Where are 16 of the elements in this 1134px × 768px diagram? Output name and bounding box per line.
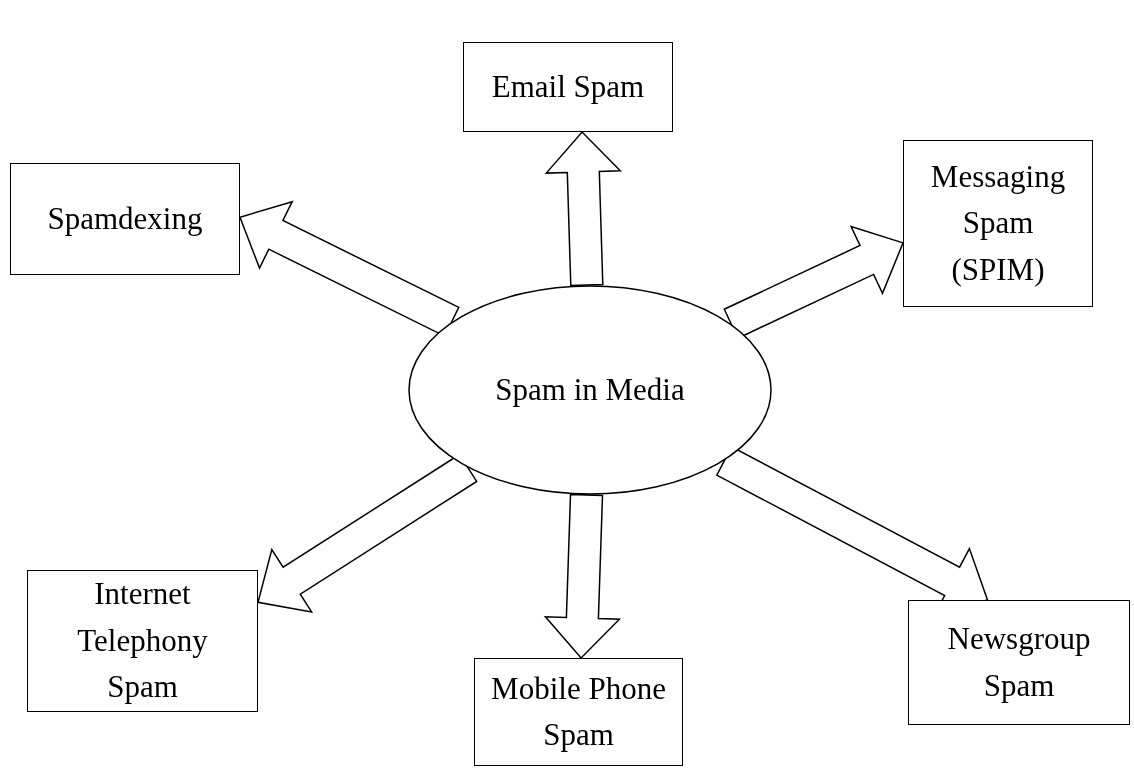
category-box — [903, 140, 1093, 307]
node-label: Mobile Phone Spam — [490, 669, 667, 754]
node-label: Email Spam — [491, 67, 645, 106]
central-ellipse — [408, 285, 772, 495]
block-arrow — [544, 130, 623, 287]
category-box — [27, 570, 258, 712]
category-box — [908, 600, 1130, 725]
category-box — [474, 658, 683, 766]
block-arrow — [543, 493, 622, 660]
category-box — [463, 42, 673, 132]
node-label: Spam in Media — [495, 370, 685, 409]
node-label: Internet Telephony Spam — [76, 575, 209, 707]
category-box — [10, 163, 240, 275]
node-label: Messaging Spam (SPIM) — [929, 157, 1067, 289]
node-label: Spamdexing — [47, 199, 203, 238]
node-label: Newsgroup Spam — [946, 620, 1092, 705]
